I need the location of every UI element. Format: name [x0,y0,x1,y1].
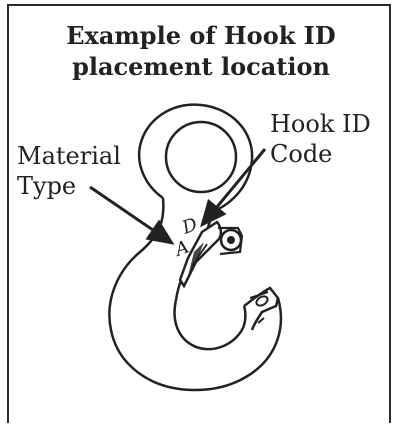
hook-eye-hole [164,120,238,194]
hook-id-code-label: Hook ID Code [270,109,371,169]
tip-eyelet [255,295,269,307]
material-type-line-2: Type [17,172,77,200]
hook-throat [173,299,247,351]
hook-id-code-line-2: Code [270,140,333,168]
figure-title: Example of Hook ID placement location [20,20,382,82]
latch-pivot-center [227,236,235,244]
latch-pivot-mount [218,226,244,256]
figure-frame [7,4,391,423]
hook-id-code-line-1: Hook ID [270,110,371,138]
safety-latch-fill-shadow [188,242,204,276]
hook-id-code-arrow [200,148,267,228]
hook-tip-ridge [249,291,269,324]
material-type-label: Material Type [17,141,121,201]
material-type-arrow [89,185,175,245]
hook-eye-outer [137,103,254,214]
hook-id-letter: D [179,214,201,239]
material-type-line-1: Material [17,142,121,170]
title-line-2: placement location [72,52,330,81]
title-line-1: Example of Hook ID [66,21,336,50]
hook-body-outer [108,197,283,392]
hook-tip [243,286,280,331]
